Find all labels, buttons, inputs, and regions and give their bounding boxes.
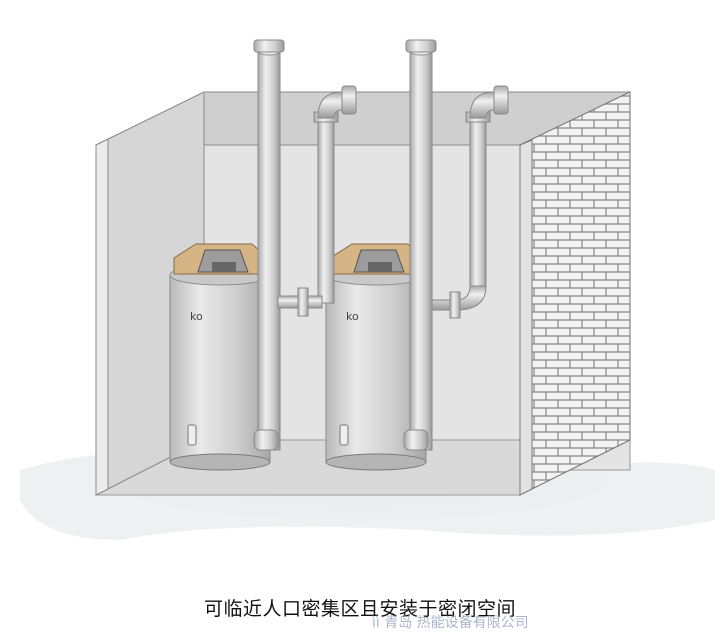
heater-left: ko — [169, 243, 271, 471]
left-wall-front-edge — [95, 138, 109, 496]
right-wall-edge — [519, 139, 533, 496]
exhaust-pipe-right — [403, 39, 437, 451]
heater-logo-icon: ko — [190, 310, 203, 323]
heater-logo-icon: ko — [346, 310, 359, 323]
intake-pipe-left — [277, 85, 357, 317]
diagram-caption: 可临近人口密集区且安装于密闭空间 — [203, 598, 516, 620]
intake-pipe-right — [431, 85, 509, 319]
exhaust-pipe-left — [253, 39, 285, 451]
watermark-text: ìì 青岛 热能设备有限公司 — [372, 615, 529, 631]
right-wall-inner — [519, 91, 631, 496]
